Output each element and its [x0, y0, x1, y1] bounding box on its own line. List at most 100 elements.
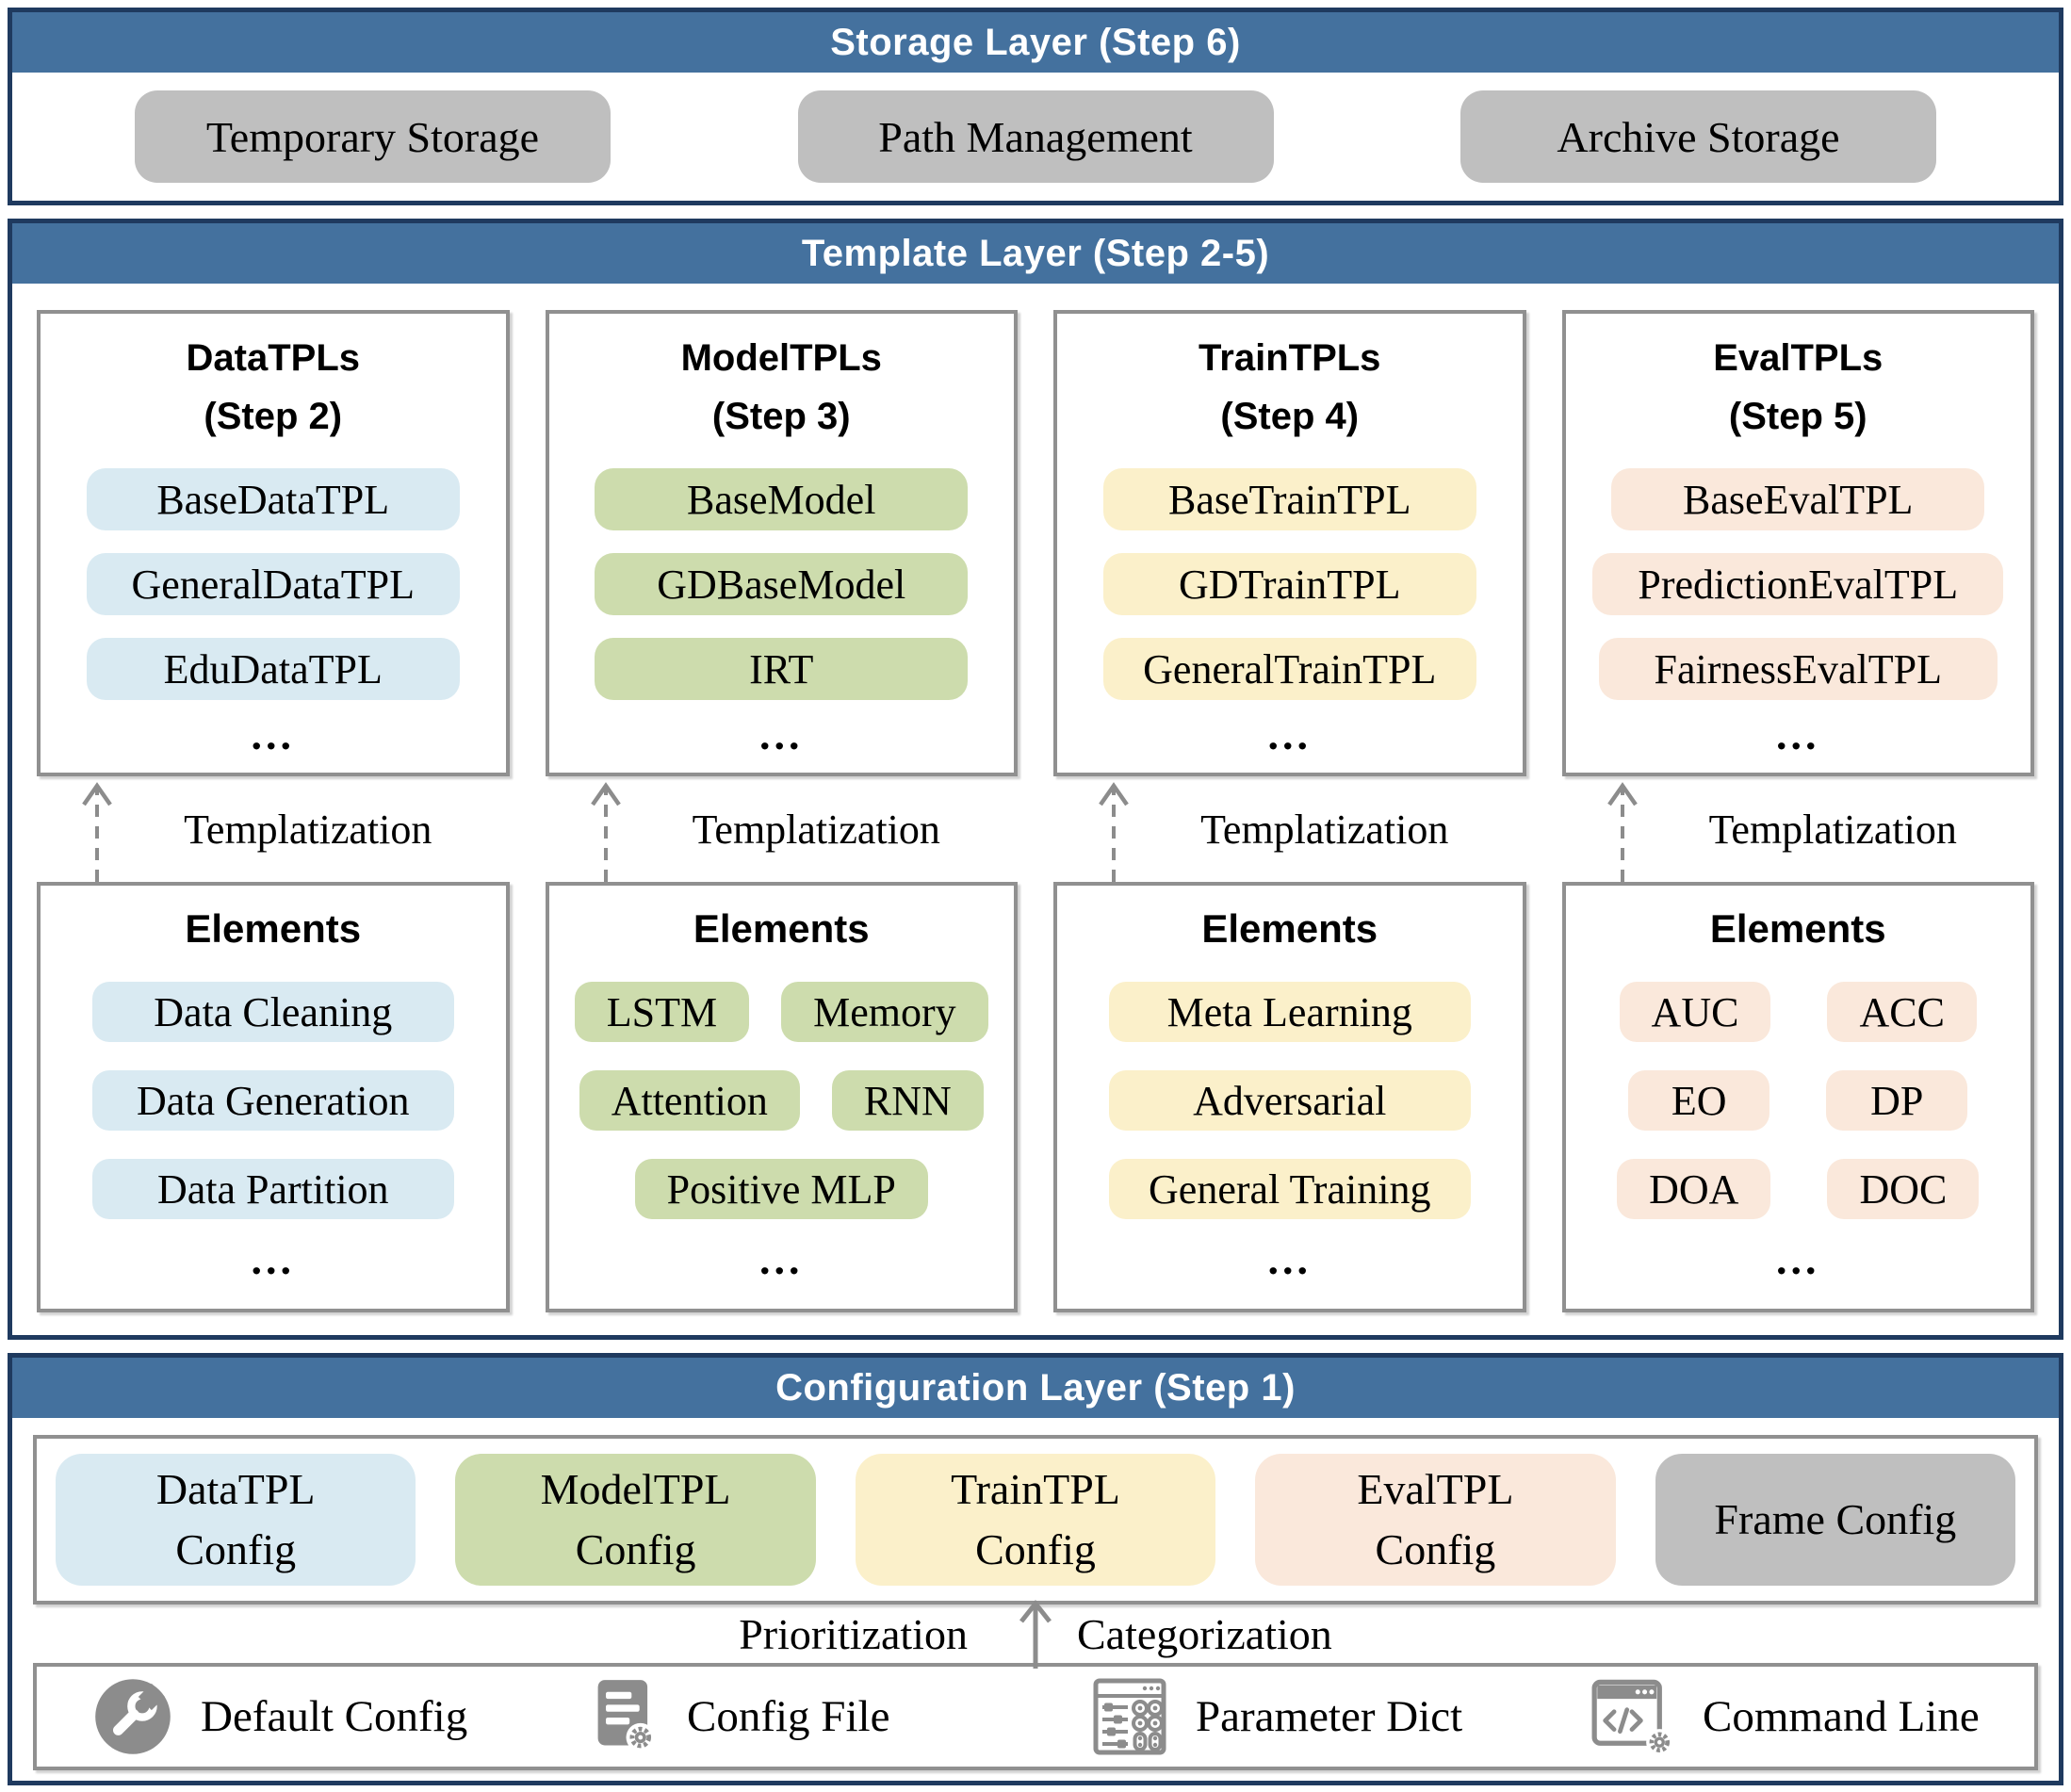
- elements-title: Elements: [1709, 906, 1886, 951]
- templatization-arrow: [1606, 782, 1638, 882]
- storage-pill-temporary: Temporary Storage: [135, 90, 611, 183]
- storage-pill-archive: Archive Storage: [1460, 90, 1936, 183]
- ellipsis: ...: [251, 1235, 295, 1283]
- templatization-label: Templatization: [1708, 806, 1957, 853]
- tpl-pill: GDTrainTPL: [1102, 553, 1476, 615]
- eval-tpl-title: EvalTPLs (Step 5): [1587, 329, 2011, 446]
- templatization-label: Templatization: [1200, 806, 1449, 853]
- eval-elements-box: Elements AUC ACC EO DP DOA DOC ...: [1561, 882, 2034, 1312]
- tpl-pill: EduDataTPL: [86, 638, 460, 700]
- col-title-line2: (Step 3): [711, 396, 851, 437]
- col-title-line1: DataTPLs: [186, 337, 361, 379]
- element-pill: RNN: [831, 1070, 984, 1131]
- ellipsis: ...: [251, 710, 295, 758]
- config-pill-line2: Config: [1375, 1525, 1496, 1573]
- templatization-arrow: [1099, 782, 1129, 882]
- parameter-dict-icon: [1092, 1677, 1167, 1756]
- config-pill-line1: ModelTPL: [540, 1464, 731, 1513]
- templatization-zone: Templatization: [37, 776, 510, 882]
- storage-layer: Storage Layer (Step 6) Temporary Storage…: [8, 8, 2063, 205]
- element-pill: Attention: [579, 1070, 800, 1131]
- template-column-eval: EvalTPLs (Step 5) BaseEvalTPL Prediction…: [1561, 310, 2034, 1312]
- eval-tpl-box: EvalTPLs (Step 5) BaseEvalTPL Prediction…: [1561, 310, 2034, 776]
- element-pill: General Training: [1108, 1159, 1471, 1219]
- train-tpl-box: TrainTPLs (Step 4) BaseTrainTPL GDTrainT…: [1053, 310, 1526, 776]
- elements-title: Elements: [693, 906, 870, 951]
- source-config-file: Config File: [536, 1677, 1036, 1756]
- train-tpl-title: TrainTPLs (Step 4): [1078, 329, 1502, 446]
- config-pill-line2: Config: [975, 1525, 1096, 1573]
- source-label: Parameter Dict: [1196, 1692, 1463, 1741]
- tpl-pill: GeneralDataTPL: [86, 553, 460, 615]
- tpl-pill: BaseTrainTPL: [1102, 468, 1476, 530]
- col-title-line2: (Step 2): [204, 396, 343, 437]
- config-pill-line2: Config: [575, 1525, 696, 1573]
- templatization-zone: Templatization: [546, 776, 1019, 882]
- ellipsis: ...: [1776, 1235, 1820, 1283]
- data-tpl-box: DataTPLs (Step 2) BaseDataTPL GeneralDat…: [37, 310, 510, 776]
- tpl-pill: FairnessEvalTPL: [1598, 638, 1998, 700]
- element-pill: DOC: [1827, 1159, 1980, 1219]
- config-pill-frame: Frame Config: [1655, 1454, 2016, 1586]
- categorization-arrow: [1019, 1599, 1052, 1669]
- templatization-arrow: [590, 782, 621, 882]
- config-pill-modeltpl: ModelTPL Config: [455, 1454, 816, 1586]
- configuration-layer-title: Configuration Layer (Step 1): [12, 1358, 2059, 1418]
- ellipsis: ...: [1267, 1235, 1312, 1283]
- data-tpl-title: DataTPLs (Step 2): [61, 329, 485, 446]
- element-pill: Data Partition: [91, 1159, 454, 1219]
- element-pill: ACC: [1827, 982, 1977, 1042]
- tpl-pill: IRT: [595, 638, 969, 700]
- template-layer-body: DataTPLs (Step 2) BaseDataTPL GeneralDat…: [12, 284, 2059, 1335]
- command-line-icon: [1591, 1677, 1674, 1756]
- ellipsis: ...: [759, 1235, 804, 1283]
- element-pill: EO: [1628, 1070, 1770, 1131]
- train-elements-box: Elements Meta Learning Adversarial Gener…: [1053, 882, 1526, 1312]
- model-tpl-box: ModelTPLs (Step 3) BaseModel GDBaseModel…: [545, 310, 1018, 776]
- source-label: Command Line: [1703, 1692, 1980, 1741]
- template-layer-title: Template Layer (Step 2-5): [12, 223, 2059, 284]
- templatization-label: Templatization: [184, 806, 432, 853]
- element-pill: Adversarial: [1108, 1070, 1471, 1131]
- config-pill-line1: EvalTPL: [1357, 1464, 1514, 1513]
- config-flow-strip: Prioritization Categorization: [12, 1599, 2059, 1669]
- col-title-line1: EvalTPLs: [1713, 337, 1883, 379]
- elements-title: Elements: [1201, 906, 1378, 951]
- element-pill: DP: [1826, 1070, 1968, 1131]
- element-pill: Data Cleaning: [91, 982, 454, 1042]
- element-pill: Data Generation: [91, 1070, 454, 1131]
- config-pill-line2: Config: [175, 1525, 297, 1573]
- model-tpl-title: ModelTPLs (Step 3): [570, 329, 994, 446]
- element-pill: LSTM: [574, 982, 750, 1042]
- data-elements-box: Elements Data Cleaning Data Generation D…: [37, 882, 510, 1312]
- col-title-line2: (Step 4): [1220, 396, 1360, 437]
- template-column-model: ModelTPLs (Step 3) BaseModel GDBaseModel…: [545, 310, 1019, 1312]
- tpl-pill: PredictionEvalTPL: [1592, 553, 2004, 615]
- tpl-pill: BaseModel: [595, 468, 969, 530]
- configuration-layer-body: DataTPL Config ModelTPL Config TrainTPL …: [12, 1418, 2059, 1781]
- template-layer: Template Layer (Step 2-5) DataTPLs (Step…: [8, 219, 2063, 1340]
- tpl-pill: GeneralTrainTPL: [1102, 638, 1476, 700]
- storage-layer-title: Storage Layer (Step 6): [12, 12, 2059, 73]
- source-default-config: Default Config: [37, 1677, 536, 1756]
- template-column-data: DataTPLs (Step 2) BaseDataTPL GeneralDat…: [37, 310, 510, 1312]
- config-pill-line1: TrainTPL: [951, 1464, 1120, 1513]
- prioritization-label: Prioritization: [739, 1609, 968, 1658]
- element-pill: AUC: [1619, 982, 1771, 1042]
- elements-title: Elements: [185, 906, 362, 951]
- source-parameter-dict: Parameter Dict: [1036, 1677, 1535, 1756]
- config-pills-box: DataTPL Config ModelTPL Config TrainTPL …: [33, 1435, 2038, 1605]
- tpl-pill: GDBaseModel: [595, 553, 969, 615]
- element-pill: DOA: [1617, 1159, 1771, 1219]
- source-command-line: Command Line: [1535, 1677, 2034, 1756]
- source-label: Default Config: [201, 1692, 468, 1741]
- templatization-label: Templatization: [692, 806, 940, 853]
- source-label: Config File: [687, 1692, 890, 1741]
- configuration-layer: Configuration Layer (Step 1) DataTPL Con…: [8, 1353, 2063, 1785]
- categorization-label: Categorization: [1076, 1609, 1332, 1658]
- col-title-line1: TrainTPLs: [1199, 337, 1381, 379]
- config-pill-traintpl: TrainTPL Config: [855, 1454, 1216, 1586]
- ellipsis: ...: [1267, 710, 1312, 758]
- config-pill-line1: Frame Config: [1714, 1494, 1957, 1543]
- template-column-train: TrainTPLs (Step 4) BaseTrainTPL GDTrainT…: [1053, 310, 1526, 1312]
